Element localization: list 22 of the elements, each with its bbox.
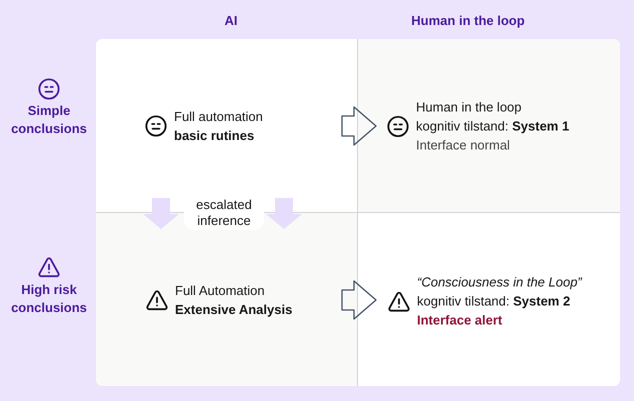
column-header: Human in the loop <box>410 12 526 30</box>
status-text: Interface normal <box>416 136 511 154</box>
block-arrow <box>266 198 302 229</box>
block-arrow <box>341 106 377 146</box>
quadrant-cell <box>96 39 358 213</box>
row-header: Simple conclusions <box>10 102 88 138</box>
cell-text: basic rutines <box>174 127 256 145</box>
block-arrow <box>143 198 179 229</box>
cell-text: kognitiv tilstand: System 2 <box>417 292 572 310</box>
column-header: AI <box>224 12 238 30</box>
block-arrow <box>341 280 377 320</box>
quadrant-cell <box>358 213 620 386</box>
cell-title: Full automation <box>174 108 263 126</box>
cell-text: Extensive Analysis <box>175 301 292 319</box>
quadrant-cell <box>96 213 358 386</box>
status-text: Interface alert <box>417 312 504 330</box>
cell-title: “Consciousness in the Loop” <box>417 274 582 292</box>
row-header: High risk conclusions <box>10 281 88 317</box>
cell-title: Human in the loop <box>416 98 523 116</box>
cell-text: kognitiv tilstand: System 1 <box>416 118 570 136</box>
cell-title: Full Automation <box>175 282 266 300</box>
quadrant-cell <box>358 39 620 213</box>
